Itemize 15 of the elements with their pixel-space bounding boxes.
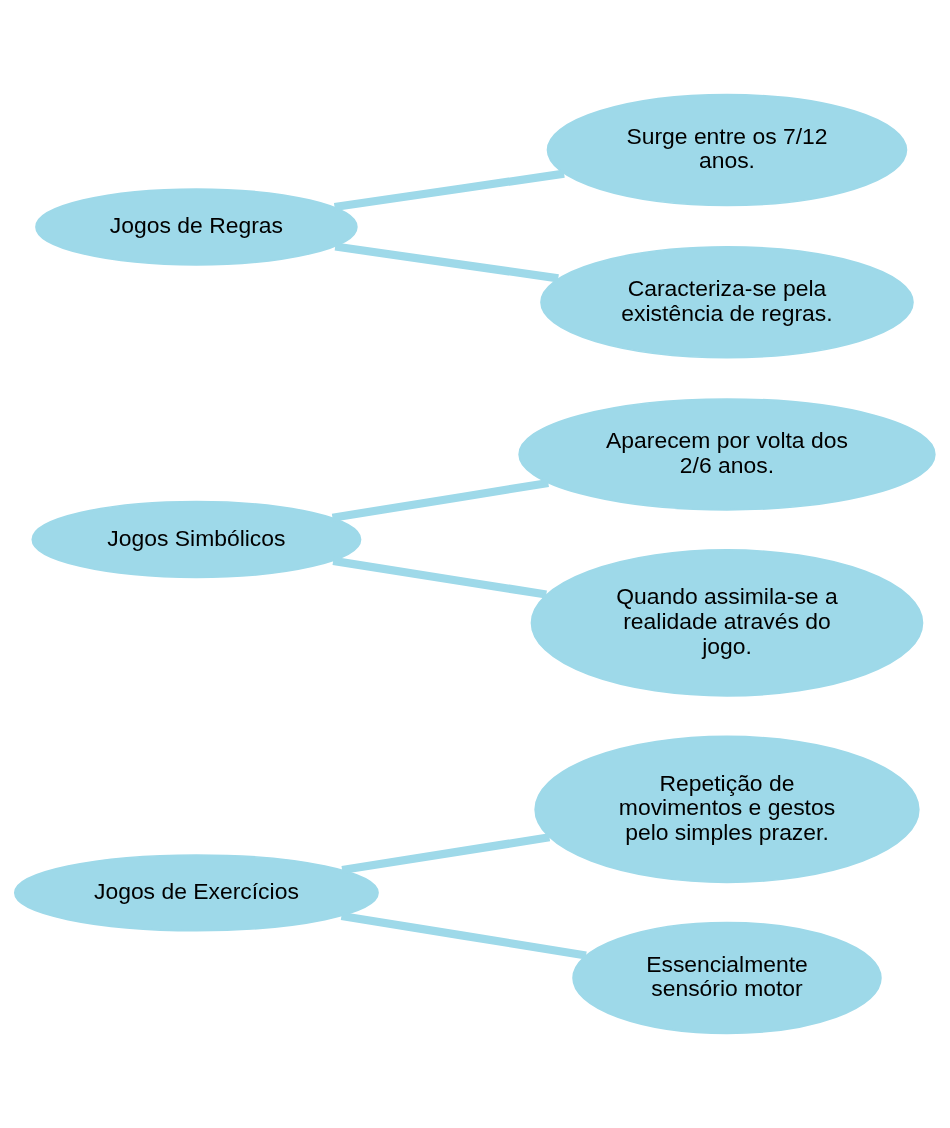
node-ellipse: Jogos de Exercícios xyxy=(13,854,379,932)
connector xyxy=(331,478,549,522)
node-ellipse: Jogos Simbólicos xyxy=(31,500,362,579)
node-ellipse: Jogos de Regras xyxy=(35,188,358,266)
connector xyxy=(340,911,587,960)
connector xyxy=(332,556,547,599)
node-ellipse: Quando assimila-se a realidade através do jogo. xyxy=(530,549,924,697)
connector xyxy=(341,833,551,875)
node-ellipse: Aparecem por volta dos 2/6 anos. xyxy=(518,398,936,511)
connector xyxy=(333,169,565,212)
node-ellipse: Surge entre os 7/12 anos. xyxy=(546,93,908,207)
node-ellipse: Repetição de movimentos e gestos pelo simples prazer. xyxy=(534,735,920,884)
connector xyxy=(334,242,559,283)
node-ellipse: Caracteriza-se pela existência de regras. xyxy=(540,246,914,359)
node-ellipse: Essencialmente sensório motor xyxy=(572,921,882,1035)
